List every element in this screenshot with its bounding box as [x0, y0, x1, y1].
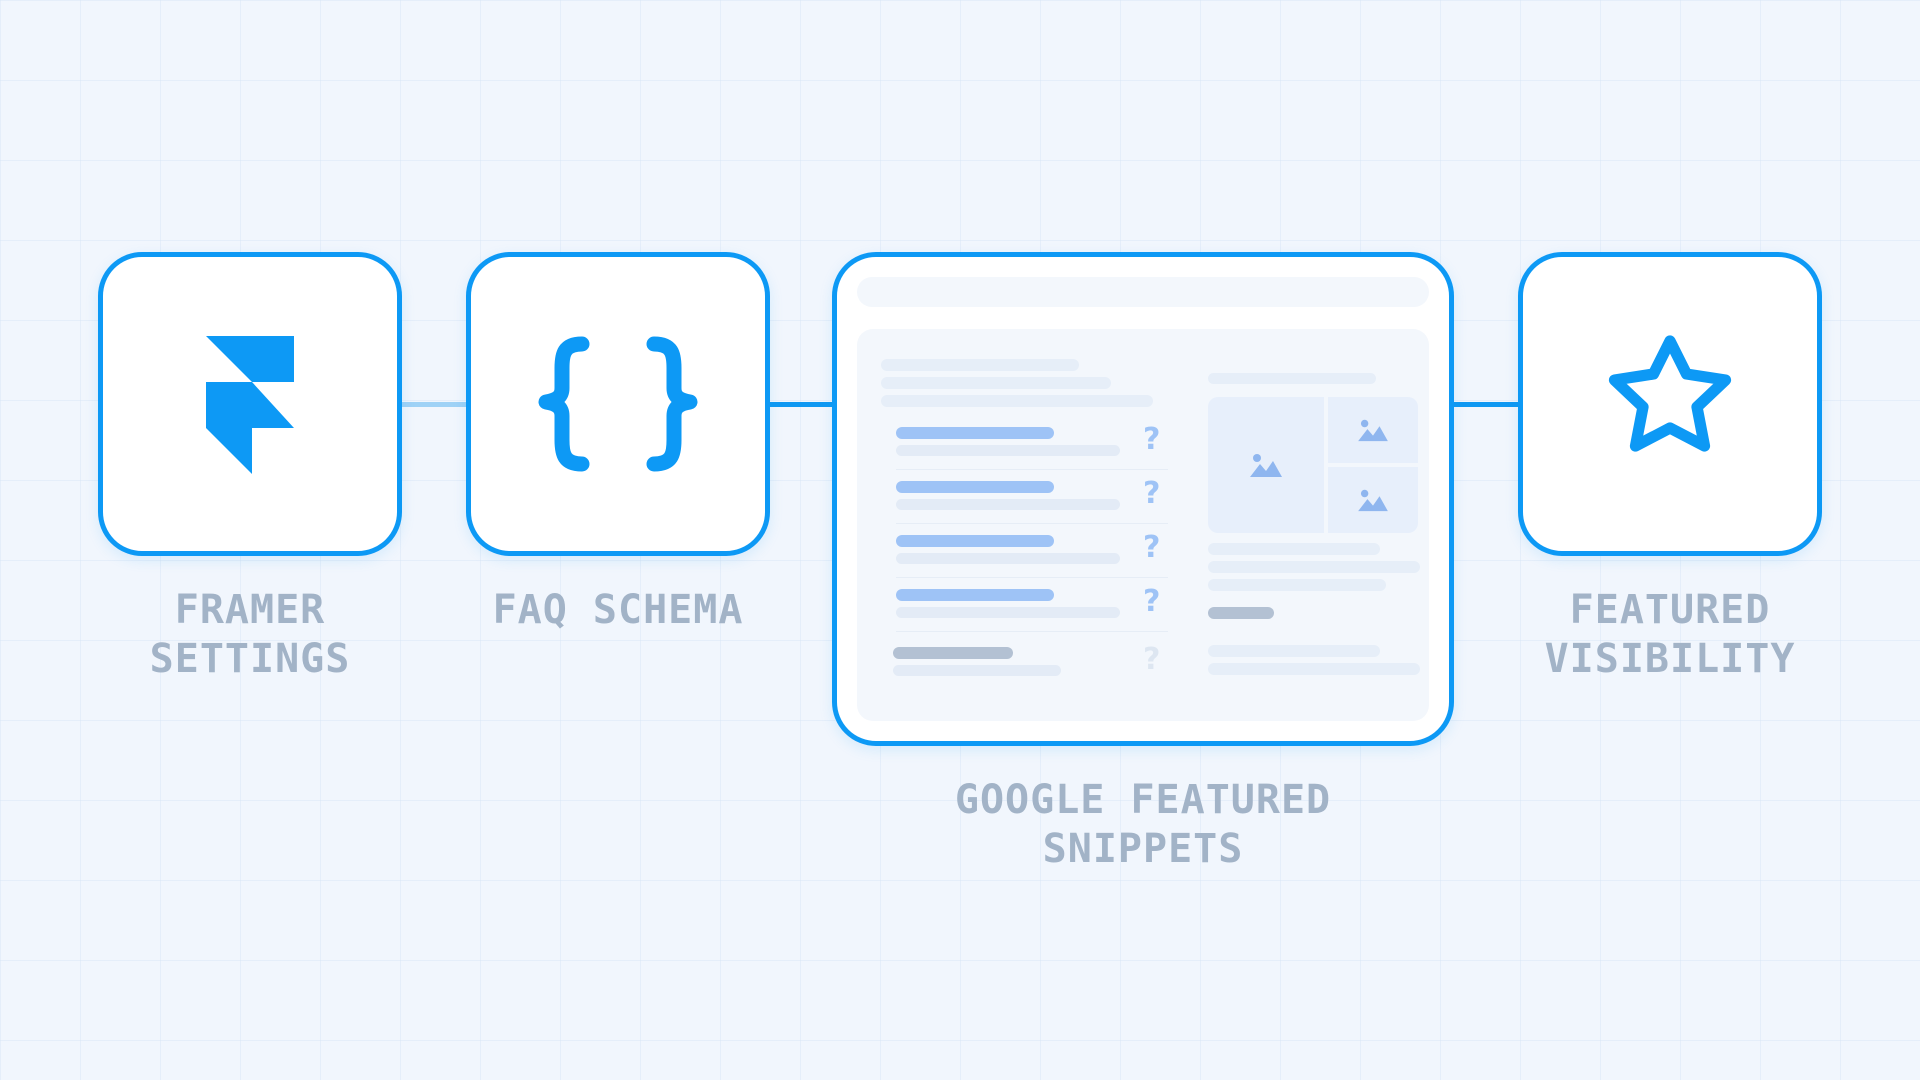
text-skeleton: [1208, 373, 1376, 384]
label-line: VISIBILITY: [1544, 636, 1796, 682]
faq-question-skeleton: [896, 589, 1054, 601]
label-line: FAQ SCHEMA: [492, 587, 744, 633]
label-google-featured-snippets: GOOGLE FEATURED SNIPPETS: [893, 776, 1393, 874]
text-skeleton: [1208, 645, 1380, 657]
image-icon: [1358, 489, 1388, 512]
connector-framer-to-faq: [402, 402, 468, 407]
image-icon: [1358, 419, 1388, 442]
label-line: SNIPPETS: [1042, 826, 1244, 872]
link-skeleton: [1208, 607, 1274, 619]
row-divider: [896, 469, 1168, 470]
connector-faq-to-snippets: [770, 402, 832, 407]
row-divider: [896, 523, 1168, 524]
label-line: FRAMER: [174, 587, 326, 633]
label-line: FEATURED: [1569, 587, 1771, 633]
image-placeholder: [1208, 397, 1324, 533]
label-framer-settings: FRAMER SETTINGS: [50, 586, 450, 684]
node-framer-settings: [98, 252, 402, 556]
text-skeleton: [881, 377, 1111, 389]
faq-answer-skeleton: [896, 445, 1120, 456]
text-skeleton: [1208, 543, 1380, 555]
search-results-panel: ? ? ? ? ?: [857, 329, 1429, 721]
framer-logo-icon: [103, 257, 397, 551]
image-placeholder: [1328, 467, 1418, 533]
text-skeleton: [1208, 663, 1420, 675]
faq-question-skeleton: [896, 481, 1054, 493]
label-featured-visibility: FEATURED VISIBILITY: [1470, 586, 1870, 684]
question-mark-icon: ?: [1143, 476, 1161, 511]
faq-answer-skeleton: [893, 665, 1061, 676]
node-google-featured-snippets: ? ? ? ? ?: [832, 252, 1454, 746]
question-mark-icon: ?: [1143, 642, 1161, 677]
star-icon: [1523, 257, 1817, 551]
faq-answer-skeleton: [896, 553, 1120, 564]
text-skeleton: [881, 395, 1153, 407]
text-skeleton: [881, 359, 1079, 371]
faq-question-skeleton: [896, 535, 1054, 547]
question-mark-icon: ?: [1143, 422, 1161, 457]
label-line: SETTINGS: [149, 636, 351, 682]
node-featured-visibility: [1518, 252, 1822, 556]
question-mark-icon: ?: [1143, 530, 1161, 565]
node-faq-schema: [466, 252, 770, 556]
question-mark-icon: ?: [1143, 584, 1161, 619]
faq-question-skeleton: [893, 647, 1013, 659]
label-line: GOOGLE FEATURED: [954, 777, 1332, 823]
row-divider: [896, 631, 1168, 632]
row-divider: [896, 577, 1168, 578]
label-faq-schema: FAQ SCHEMA: [418, 586, 818, 635]
connector-snippets-to-visibility: [1452, 402, 1518, 407]
text-skeleton: [1208, 579, 1386, 591]
faq-answer-skeleton: [896, 499, 1120, 510]
image-placeholder: [1328, 397, 1418, 463]
image-icon: [1250, 454, 1282, 477]
curly-braces-icon: [471, 257, 765, 551]
text-skeleton: [1208, 561, 1420, 573]
faq-answer-skeleton: [896, 607, 1120, 618]
faq-question-skeleton: [896, 427, 1054, 439]
search-bar-placeholder: [857, 277, 1429, 307]
